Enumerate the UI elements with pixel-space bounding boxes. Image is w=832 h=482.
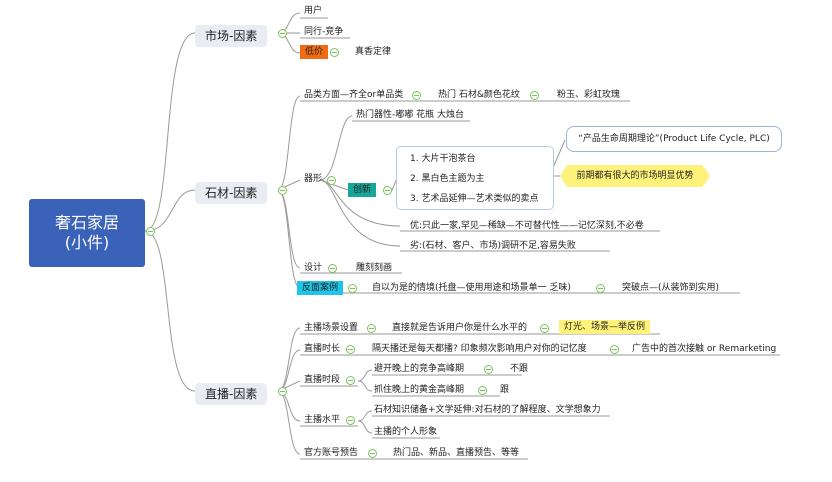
collapse-icon[interactable] (146, 227, 155, 236)
node-pros[interactable]: 优:只此一家,罕见—稀缺—不可替代性——记忆深刻,不必卷 (410, 221, 644, 231)
node-slot-avoid-action[interactable]: 不跟 (510, 364, 529, 374)
collapse-icon[interactable] (346, 416, 355, 425)
collapse-icon[interactable] (530, 91, 539, 100)
collapse-icon[interactable] (540, 324, 549, 333)
node-breakthrough[interactable]: 突破点—(从装饰到实用) (622, 283, 720, 293)
collapse-icon[interactable] (484, 365, 493, 374)
node-category-hot[interactable]: 热门 石材&颜色花纹 (438, 90, 520, 100)
node-slot-catch[interactable]: 抓住晚上的黄金高峰期 (374, 385, 465, 395)
branch-market[interactable]: 市场-因素 (195, 25, 268, 47)
node-hot-vessels[interactable]: 热门器性-嘟嘟 花瓶 大烛台 (356, 110, 464, 120)
collapse-icon[interactable] (478, 386, 487, 395)
branch-stone[interactable]: 石材-因素 (195, 182, 268, 204)
root-subtitle: (小件) (64, 233, 110, 252)
node-official[interactable]: 官方账号预告 (304, 448, 359, 458)
collapse-icon[interactable] (412, 91, 421, 100)
collapse-icon[interactable] (328, 264, 337, 273)
collapse-icon[interactable] (596, 284, 605, 293)
collapse-icon[interactable] (383, 186, 392, 195)
node-design-value[interactable]: 雕刻刻画 (356, 263, 393, 273)
collapse-icon[interactable] (327, 176, 336, 185)
node-slot-avoid[interactable]: 避开晚上的竞争高峰期 (374, 364, 465, 374)
node-low-price-rule[interactable]: 真香定律 (355, 47, 392, 57)
collapse-icon[interactable] (346, 376, 355, 385)
tag-low-price[interactable]: 低价 (300, 45, 329, 59)
root-title: 奢石家居 (54, 213, 119, 232)
innovation-item-3[interactable]: 3. 艺术品延伸—艺术类似的卖点 (410, 194, 539, 204)
node-level-image[interactable]: 主播的个人形象 (374, 427, 438, 437)
innovation-item-1[interactable]: 1. 大片干泡茶台 (410, 154, 476, 164)
node-official-content[interactable]: 热门品、新品、直播预告、等等 (393, 448, 520, 458)
node-level[interactable]: 主播水平 (304, 415, 341, 425)
node-duration[interactable]: 直播时长 (304, 344, 341, 354)
node-cons[interactable]: 劣:(石材、客户、市场)调研不足,容易失败 (410, 241, 576, 251)
plc-theory-callout[interactable]: “产品生命周期理论”(Product Life Cycle, PLC) (566, 126, 782, 152)
collapse-icon[interactable] (368, 449, 377, 458)
innovation-list-box (396, 146, 554, 210)
node-counter-case[interactable]: 自以为是的情境(托盘—使用用途和场景单一 乏味) (372, 283, 571, 293)
early-advantage-label[interactable]: 前期都有很大的市场明显优势 (560, 165, 710, 187)
branch-live[interactable]: 直播-因素 (195, 383, 268, 405)
node-peers[interactable]: 同行-竞争 (304, 27, 344, 37)
node-users[interactable]: 用户 (304, 6, 323, 16)
tag-scene-lighting[interactable]: 灯光、场景—举反例 (559, 320, 651, 334)
node-slot[interactable]: 直播时段 (304, 375, 341, 385)
node-category-example[interactable]: 粉玉、彩虹玫瑰 (557, 90, 621, 100)
collapse-icon[interactable] (348, 284, 357, 293)
collapse-icon[interactable] (610, 345, 619, 354)
node-category[interactable]: 品类方面—齐全or单品类 (304, 90, 404, 100)
collapse-icon[interactable] (278, 186, 287, 195)
root-node[interactable]: 奢石家居 (小件) (29, 199, 145, 267)
node-duration-question[interactable]: 隔天播还是每天都播? 印象频次影响用户对你的记忆度 (372, 344, 587, 354)
collapse-icon[interactable] (278, 29, 287, 38)
collapse-icon[interactable] (367, 324, 376, 333)
innovation-item-2[interactable]: 2. 黑白色主题为主 (410, 174, 485, 184)
tag-counter-example[interactable]: 反面案例 (297, 281, 344, 295)
node-design[interactable]: 设计 (304, 263, 323, 273)
node-shape[interactable]: 器形 (304, 174, 323, 184)
node-level-knowledge[interactable]: 石材知识储备+文学延伸:对石材的了解程度、文学想象力 (374, 405, 601, 415)
collapse-icon[interactable] (330, 48, 339, 57)
node-slot-catch-action[interactable]: 跟 (500, 385, 510, 395)
node-duration-ad[interactable]: 广告中的首次接触 or Remarketing (632, 344, 777, 354)
node-scene[interactable]: 主播场景设置 (304, 323, 359, 333)
collapse-icon[interactable] (278, 387, 287, 396)
tag-innovation[interactable]: 创新 (348, 183, 377, 197)
node-scene-desc[interactable]: 直接就是告诉用户你是什么水平的 (392, 323, 528, 333)
collapse-icon[interactable] (346, 345, 355, 354)
